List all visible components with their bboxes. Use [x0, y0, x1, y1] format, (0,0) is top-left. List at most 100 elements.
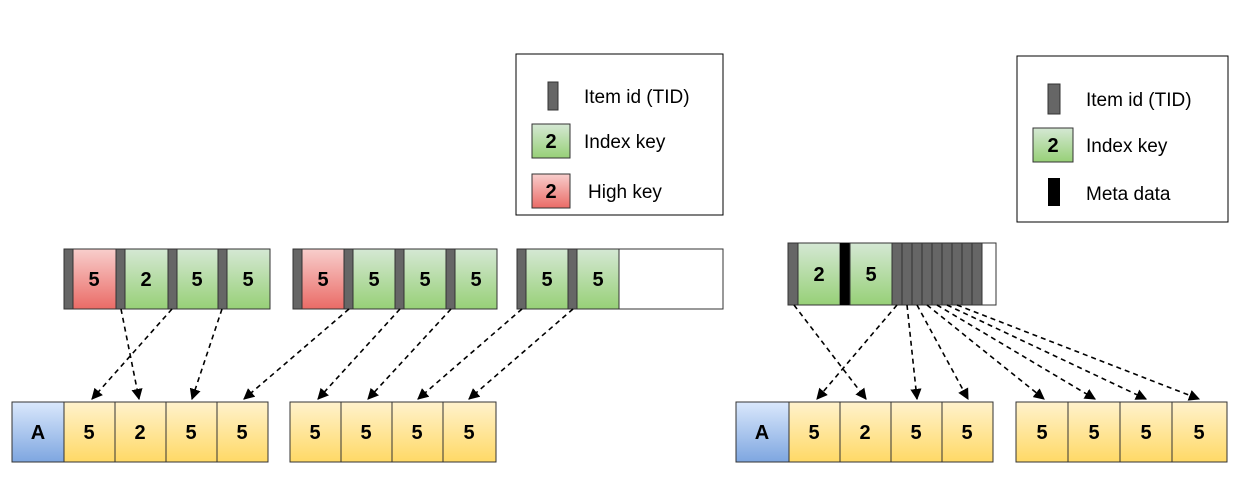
heap-tuple-value: 5 — [1036, 422, 1047, 444]
posting-tid-box — [951, 242, 963, 306]
left-index-page-1: 5 2 5 5 — [63, 248, 271, 310]
index-key-box — [403, 248, 447, 310]
heap-tuple-value: 2 — [859, 422, 870, 444]
index-key-swatch — [531, 123, 571, 159]
index-key-value: 5 — [368, 269, 379, 291]
tid-pointer-arrow — [926, 304, 1045, 400]
high-key-swatch-text: 2 — [545, 181, 556, 203]
heap-tuple-box — [1067, 401, 1121, 463]
posting-tid-box — [891, 242, 903, 306]
heap-tuple-value: 5 — [910, 422, 921, 444]
index-key-box — [454, 248, 498, 310]
tid-box — [217, 248, 228, 310]
posting-tid-box — [911, 242, 923, 306]
posting-tid-box — [971, 242, 983, 306]
heap-tuple-value: 2 — [134, 422, 145, 444]
heap-a-box — [735, 401, 790, 463]
tid-pointer-arrow — [317, 308, 401, 400]
tid-pointer-arrow — [936, 304, 1096, 400]
index-key-box — [576, 248, 620, 310]
high-key-value: 5 — [88, 269, 99, 291]
heap-tuple-value: 5 — [1193, 422, 1204, 444]
left-heap-page-2: 5 5 5 5 — [289, 401, 497, 463]
index-key-box — [849, 242, 893, 306]
tid-pointer-arrow — [91, 308, 173, 400]
right-index-page: 2 5 — [787, 242, 997, 306]
heap-a-box — [11, 401, 65, 463]
heap-tuple-value: 5 — [83, 422, 94, 444]
heap-tuple-value: 5 — [463, 422, 474, 444]
tid-box — [167, 248, 178, 310]
heap-tuple-box — [165, 401, 218, 463]
tid-pointer-arrow — [367, 308, 452, 400]
tid-swatch — [1047, 83, 1061, 115]
index-key-swatch — [1032, 127, 1074, 163]
tid-pointer-arrow — [793, 304, 867, 400]
index-key-value: 2 — [813, 264, 824, 286]
index-key-swatch-text: 2 — [1047, 135, 1058, 157]
index-key-box — [797, 242, 841, 306]
high-key-box — [301, 248, 345, 310]
heap-tuple-value: 5 — [1140, 422, 1151, 444]
tid-pointer-arrow — [417, 308, 523, 400]
heap-tuple-box — [941, 401, 994, 463]
index-key-swatch-text: 2 — [545, 131, 556, 153]
legend-right: Item id (TID) 2 Index key Meta data — [1016, 55, 1229, 223]
tid-box — [445, 248, 456, 310]
high-key-swatch — [531, 173, 571, 209]
heap-tuple-box — [216, 401, 269, 463]
index-key-value: 2 — [140, 269, 151, 291]
heap-tuple-box — [340, 401, 393, 463]
tid-box — [394, 248, 405, 310]
legend-left-index-label: Index key — [584, 132, 666, 153]
index-key-value: 5 — [541, 269, 552, 291]
index-key-value: 5 — [191, 269, 202, 291]
tid-box — [115, 248, 126, 310]
posting-tid-box — [901, 242, 913, 306]
heap-tuple-box — [1171, 401, 1228, 463]
heap-a-label: A — [755, 422, 769, 444]
index-key-value: 5 — [242, 269, 253, 291]
high-key-value: 5 — [317, 269, 328, 291]
right-heap-page-2: 5 5 5 5 — [1015, 401, 1228, 463]
heap-tuple-box — [1119, 401, 1173, 463]
tid-box — [787, 242, 799, 306]
right-tid-arrows — [793, 304, 1201, 401]
index-key-value: 5 — [592, 269, 603, 291]
heap-tuple-value: 5 — [1088, 422, 1099, 444]
tid-box — [343, 248, 354, 310]
heap-tuple-value: 5 — [309, 422, 320, 444]
tid-box — [567, 248, 578, 310]
tid-swatch — [547, 81, 559, 111]
index-key-box — [226, 248, 271, 310]
tid-pointer-arrow — [120, 308, 143, 401]
index-key-box — [176, 248, 219, 310]
posting-tid-box — [921, 242, 933, 306]
high-key-box — [72, 248, 117, 310]
index-key-value: 5 — [865, 264, 876, 286]
index-key-box — [124, 248, 169, 310]
legend-right-index-label: Index key — [1086, 136, 1168, 157]
heap-tuple-value: 5 — [961, 422, 972, 444]
legend-left-tid-label: Item id (TID) — [584, 87, 690, 108]
heap-tuple-box — [442, 401, 497, 463]
tid-box — [63, 248, 74, 310]
heap-tuple-value: 5 — [236, 422, 247, 444]
heap-tuple-value: 5 — [808, 422, 819, 444]
index-key-value: 5 — [419, 269, 430, 291]
legend-left-high-label: High key — [588, 182, 662, 203]
heap-tuple-box — [289, 401, 342, 463]
legend-right-meta-label: Meta data — [1086, 184, 1171, 205]
right-heap-page-1: A 5 2 5 5 — [735, 401, 994, 463]
heap-a-label: A — [31, 422, 45, 444]
heap-tuple-box — [63, 401, 116, 463]
meta-data-box — [840, 243, 850, 305]
heap-tuple-value: 5 — [411, 422, 422, 444]
tid-pointer-arrow — [243, 308, 350, 400]
tid-pointer-arrow — [906, 304, 922, 401]
legend-right-tid-label: Item id (TID) — [1086, 90, 1192, 111]
left-index-page-2: 5 5 5 5 — [292, 248, 498, 310]
posting-tid-box — [961, 242, 973, 306]
tid-pointer-arrow — [468, 308, 574, 400]
left-heap-page-1: A 5 2 5 5 — [11, 401, 269, 463]
